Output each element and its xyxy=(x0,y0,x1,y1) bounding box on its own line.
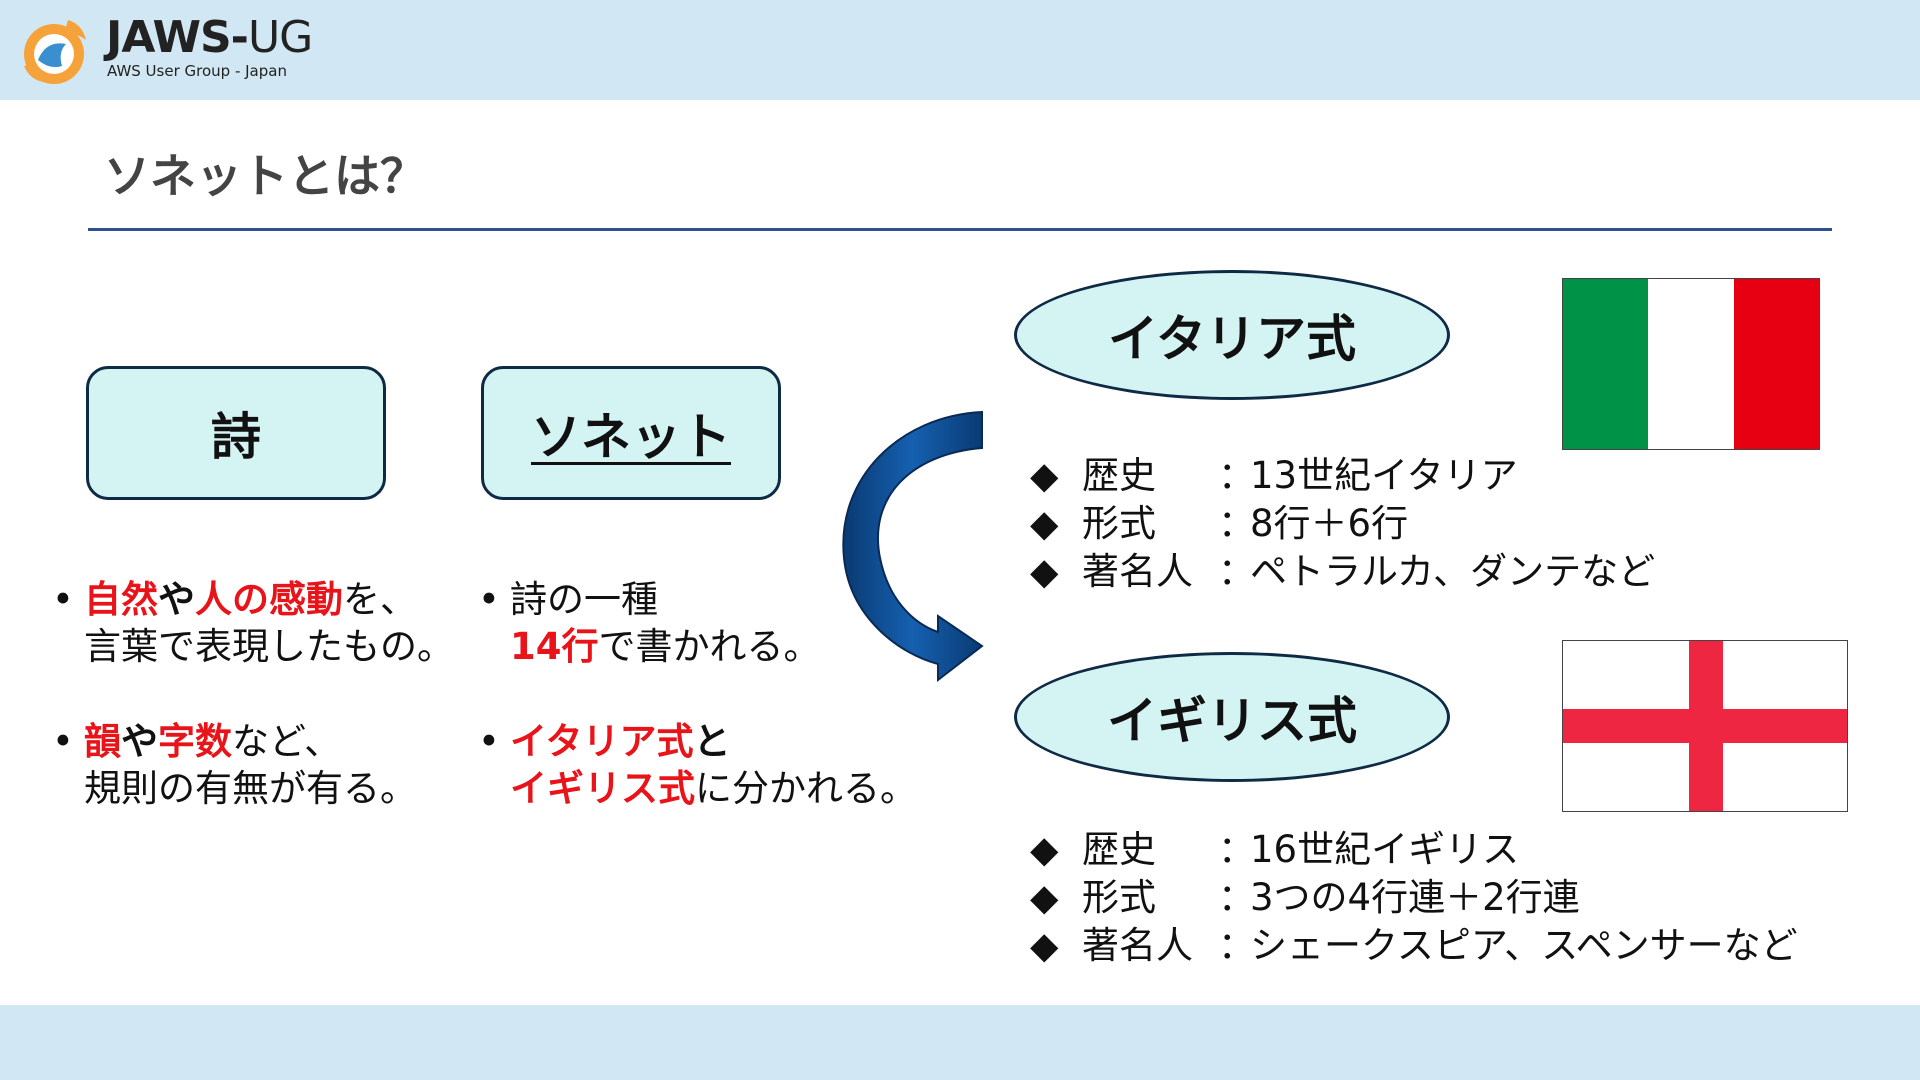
title-divider xyxy=(88,228,1832,231)
logo-title: JAWS-UG xyxy=(106,12,313,63)
jaws-logo-icon xyxy=(24,20,86,84)
england-flag-icon xyxy=(1562,640,1848,812)
logo-subtitle: AWS User Group - Japan xyxy=(107,62,287,80)
sonnet-bullet-1: • 詩の一種 14行で書かれる。 xyxy=(478,578,821,668)
poem-box: 詩 xyxy=(86,366,386,500)
slide-title: ソネットとは？ xyxy=(104,149,426,203)
header-band xyxy=(0,0,1920,100)
uk-style-ellipse: イギリス式 xyxy=(1014,652,1450,782)
italy-style-ellipse: イタリア式 xyxy=(1014,270,1450,400)
curved-arrow-icon xyxy=(842,410,984,683)
sonnet-bullet-2: • イタリア式と イギリス式に分かれる。 xyxy=(478,720,917,810)
footer-band xyxy=(0,1005,1920,1080)
sonnet-box: ソネット xyxy=(481,366,781,500)
poem-bullet-2: • 韻や字数など、 規則の有無が有る。 xyxy=(52,720,417,810)
poem-bullet-1: • 自然や人の感動を、 言葉で表現したもの。 xyxy=(52,578,454,668)
italy-flag-icon xyxy=(1562,278,1820,450)
